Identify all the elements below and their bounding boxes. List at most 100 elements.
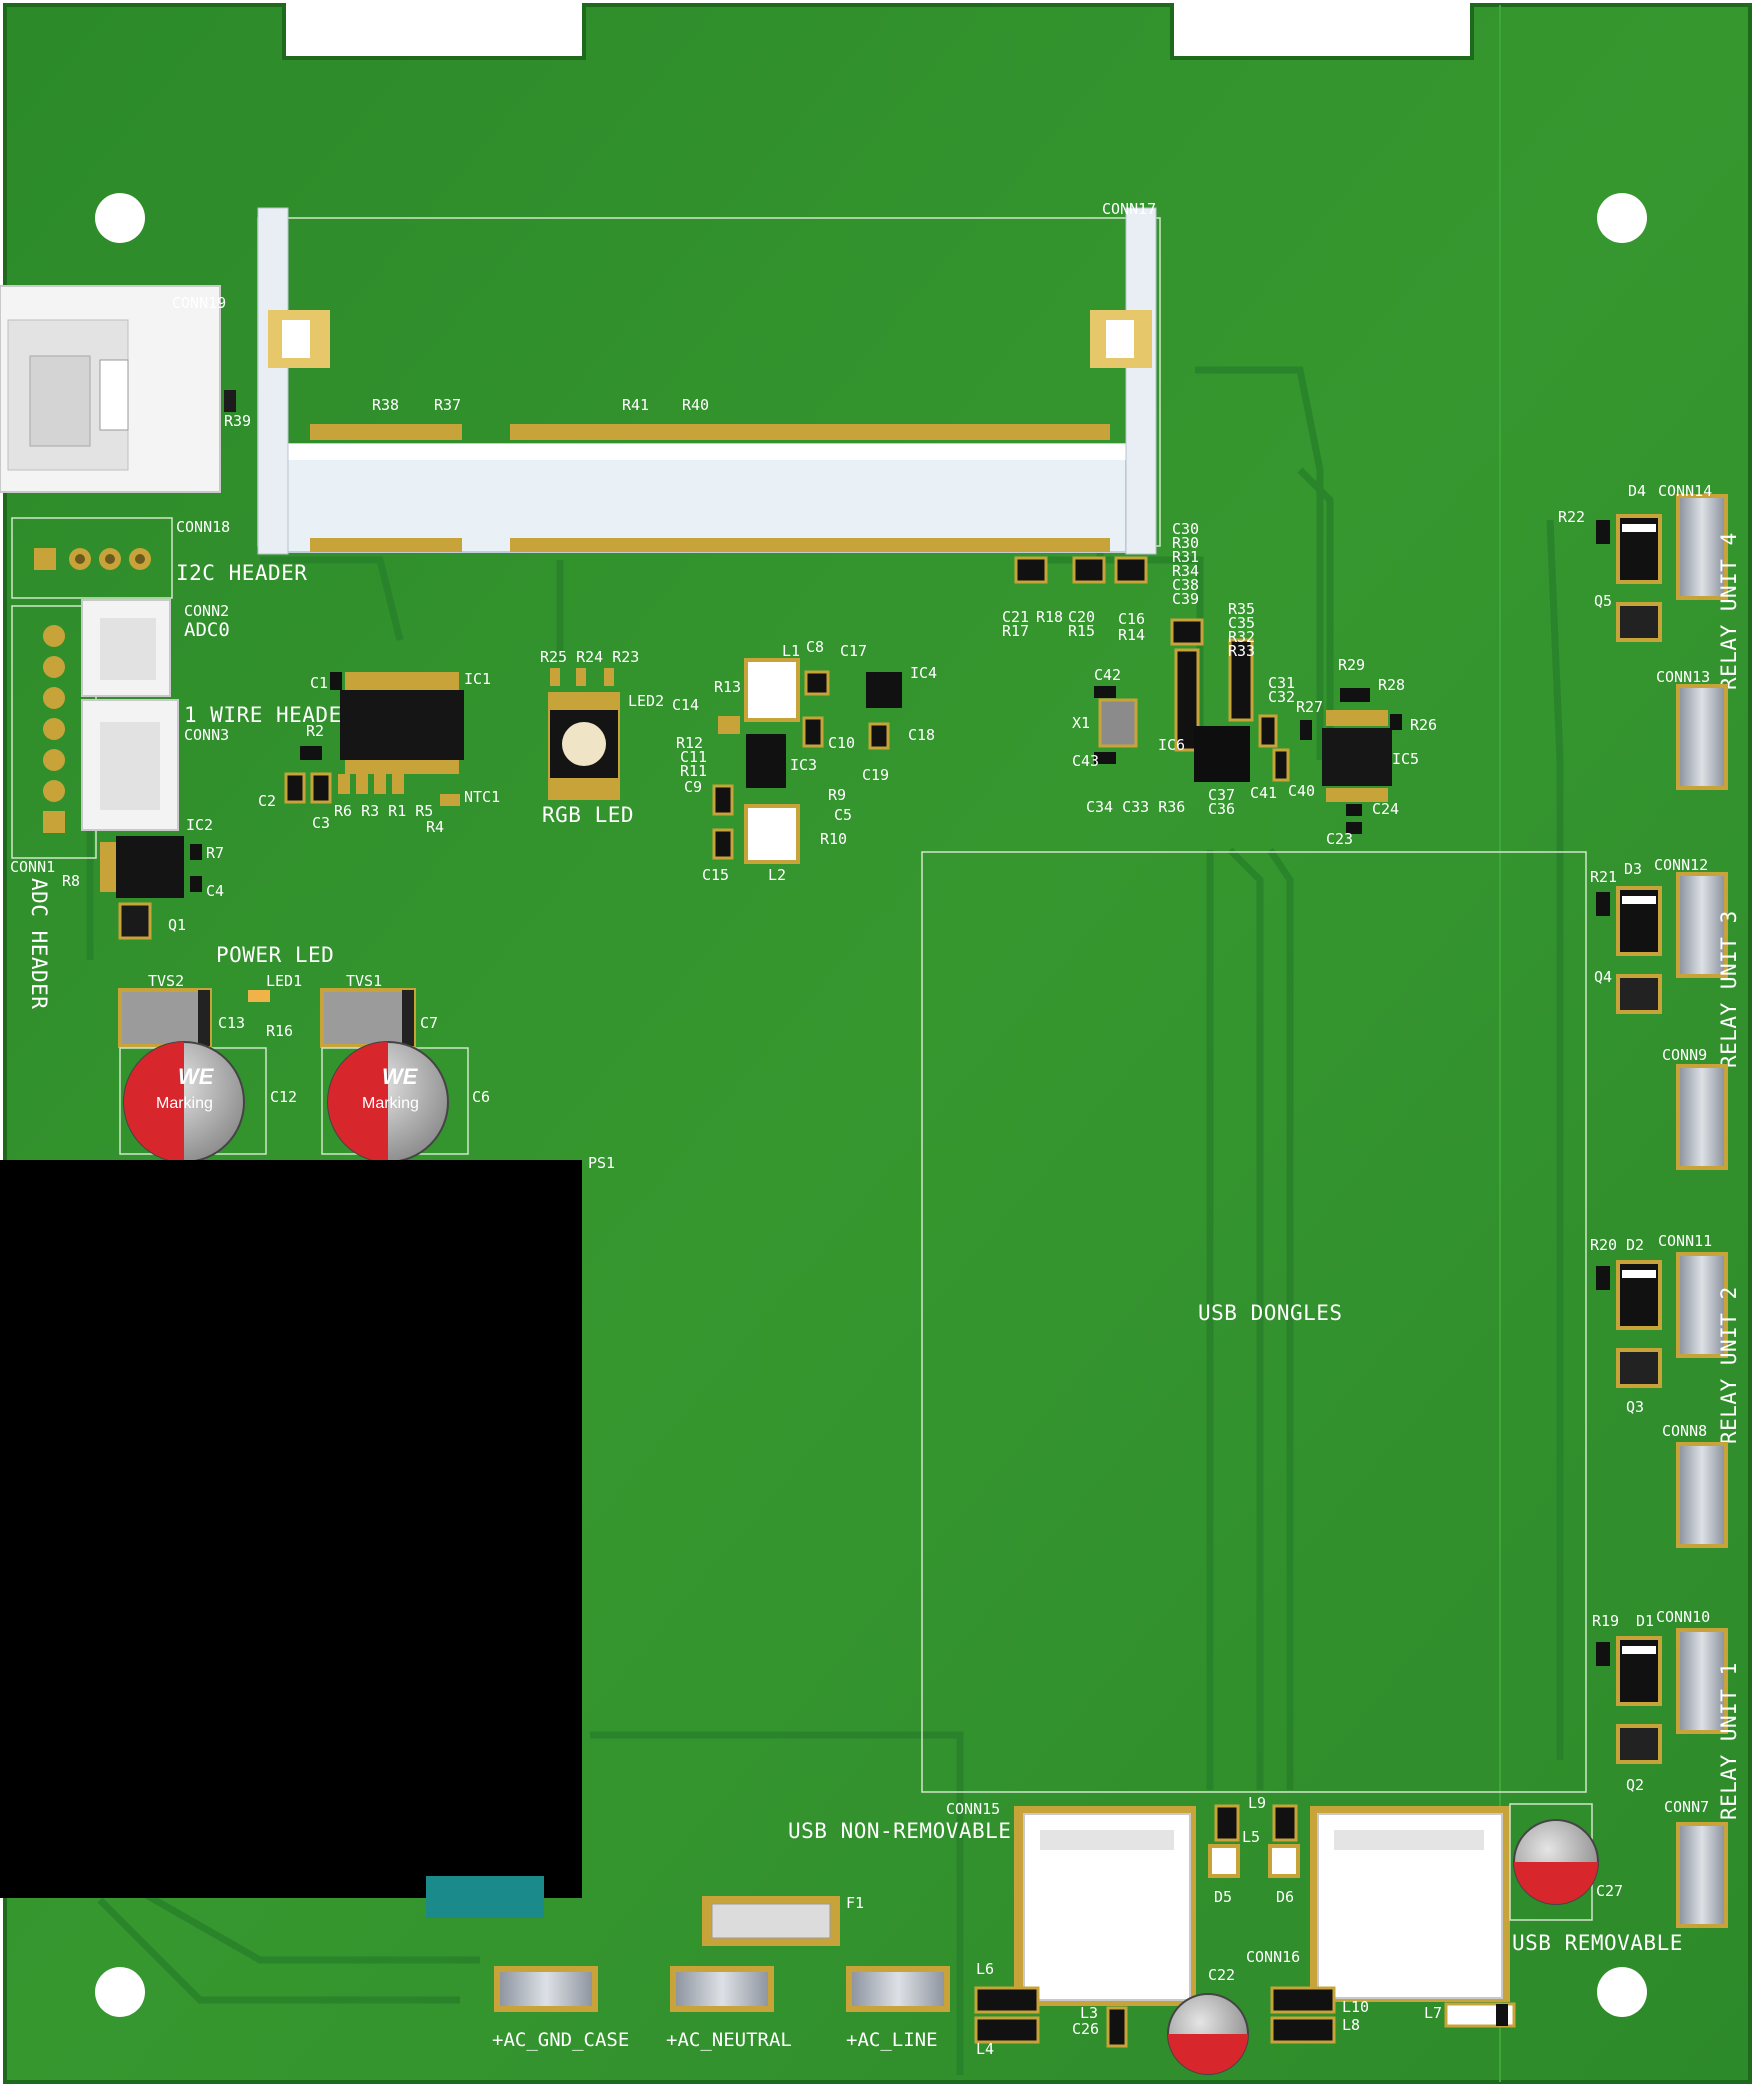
label-d4: D4 xyxy=(1628,482,1646,500)
label-c14: C14 xyxy=(672,696,699,714)
label-r31: R31 xyxy=(1172,548,1199,566)
label-c6: C6 xyxy=(472,1088,490,1106)
label-c5: C5 xyxy=(834,806,852,824)
label-c8: C8 xyxy=(806,638,824,656)
label-r11: R11 xyxy=(680,762,707,780)
jst-connector-conn3 xyxy=(81,699,179,831)
label-c27: C27 xyxy=(1596,1882,1623,1900)
label-q4: Q4 xyxy=(1594,968,1612,986)
label-adc0: ADC0 xyxy=(184,619,230,641)
power-supply-ps1 xyxy=(0,1160,582,1918)
label-c40: C40 xyxy=(1288,782,1315,800)
label-c10: C10 xyxy=(828,734,855,752)
label-r28: R28 xyxy=(1378,676,1405,694)
tvs2-diode xyxy=(118,988,212,1048)
label-c26: C26 xyxy=(1072,2020,1099,2038)
label-usb-dongles: USB DONGLES xyxy=(1198,1301,1343,1325)
label-l1: L1 xyxy=(782,642,800,660)
ic2-regulator xyxy=(100,836,202,940)
label-r32: R32 xyxy=(1228,628,1255,646)
label-r4: R4 xyxy=(426,818,444,836)
electrolytic-cap-c22 xyxy=(1167,1993,1249,2075)
passives-ic1-area xyxy=(284,772,460,806)
label-ac-neutral: +AC_NEUTRAL xyxy=(666,2029,792,2051)
label-conn7: CONN7 xyxy=(1664,1798,1709,1816)
label-usb-non-removable: USB NON-REMOVABLE xyxy=(788,1819,1011,1843)
label-d3: D3 xyxy=(1624,860,1642,878)
mounting-hole-bottom-left xyxy=(95,1967,145,2017)
electrolytic-cap-c6: WE Marking xyxy=(321,1041,469,1163)
label-c41: C41 xyxy=(1250,784,1277,802)
label-r17: R17 xyxy=(1002,622,1029,640)
label-c23: C23 xyxy=(1326,830,1353,848)
label-r21: R21 xyxy=(1590,868,1617,886)
label-c30: C30 xyxy=(1172,520,1199,538)
label-q5: Q5 xyxy=(1594,592,1612,610)
relay-connector-conn9 xyxy=(1676,1064,1728,1170)
label-r15: R15 xyxy=(1068,622,1095,640)
mounting-hole-top-right xyxy=(1597,193,1647,243)
label-c31: C31 xyxy=(1268,674,1295,692)
electrolytic-cap-c27 xyxy=(1509,1803,1599,1921)
label-ic6: IC6 xyxy=(1158,736,1185,754)
label-conn19: CONN19 xyxy=(172,294,226,312)
label-conn11: CONN11 xyxy=(1658,1232,1712,1250)
label-c24: C24 xyxy=(1372,800,1399,818)
label-d2: D2 xyxy=(1626,1236,1644,1254)
label-r7: R7 xyxy=(206,844,224,862)
label-r39: R39 xyxy=(224,412,251,430)
usb-filter-parts xyxy=(974,1804,1516,2048)
label-l6: L6 xyxy=(976,1960,994,1978)
label-relay-unit-2: RELAY UNIT 2 xyxy=(1717,1286,1741,1444)
label-r2: R2 xyxy=(306,722,324,740)
relay-connector-conn13 xyxy=(1676,684,1728,790)
label-c2: C2 xyxy=(258,792,276,810)
label-conn17: CONN17 xyxy=(1102,200,1156,218)
usb-connector-conn16 xyxy=(1310,1806,1510,2002)
label-c35: C35 xyxy=(1228,614,1255,632)
label-r16: R16 xyxy=(266,1022,293,1040)
label-q3: Q3 xyxy=(1626,1398,1644,1416)
label-c1: C1 xyxy=(310,674,328,692)
mounting-hole-top-left xyxy=(95,193,145,243)
label-r9: R9 xyxy=(828,786,846,804)
label-c3: C3 xyxy=(312,814,330,832)
label-led1: LED1 xyxy=(266,972,302,990)
label-r40: R40 xyxy=(682,396,709,414)
label-ic5: IC5 xyxy=(1392,750,1419,768)
label-c39: C39 xyxy=(1172,590,1199,608)
label-l2: L2 xyxy=(768,866,786,884)
i2c-header-pins xyxy=(11,517,173,599)
label-ac-gnd-case: +AC_GND_CASE xyxy=(492,2029,629,2051)
label-c38: C38 xyxy=(1172,576,1199,594)
label-rgb-led: RGB LED xyxy=(542,803,634,827)
label-conn9: CONN9 xyxy=(1662,1046,1707,1064)
label-conn10: CONN10 xyxy=(1656,1608,1710,1626)
label-c17: C17 xyxy=(840,642,867,660)
relay-connector-conn7 xyxy=(1676,1822,1728,1928)
label-r18: R18 xyxy=(1036,608,1063,626)
label-tvs2: TVS2 xyxy=(148,972,184,990)
label-r25-r24-r23: R25 R24 R23 xyxy=(540,648,639,666)
sodimm-socket-conn17 xyxy=(257,207,1161,555)
label-c22: C22 xyxy=(1208,1966,1235,1984)
label-c11: C11 xyxy=(680,748,707,766)
label-r37: R37 xyxy=(434,396,461,414)
passives-socket-right xyxy=(1014,556,1254,752)
label-conn18: CONN18 xyxy=(176,518,230,536)
label-d1: D1 xyxy=(1636,1612,1654,1630)
cap-c12-marking: Marking xyxy=(156,1095,213,1112)
label-tvs1: TVS1 xyxy=(346,972,382,990)
label-ac-line: +AC_LINE xyxy=(846,2029,938,2051)
label-relay-unit-1: RELAY UNIT 1 xyxy=(1717,1662,1741,1820)
label-c7: C7 xyxy=(420,1014,438,1032)
label-conn3: CONN3 xyxy=(184,726,229,744)
relay-unit-2 xyxy=(1596,1252,1728,1388)
label-d5: D5 xyxy=(1214,1888,1232,1906)
cap-c12-brand: WE xyxy=(178,1064,215,1089)
ic6-ic5-cluster xyxy=(1094,686,1402,834)
terminal-ac-gnd-case xyxy=(494,1966,598,2012)
relay-unit-4 xyxy=(1596,494,1728,642)
fuse-f1 xyxy=(702,1896,840,1946)
